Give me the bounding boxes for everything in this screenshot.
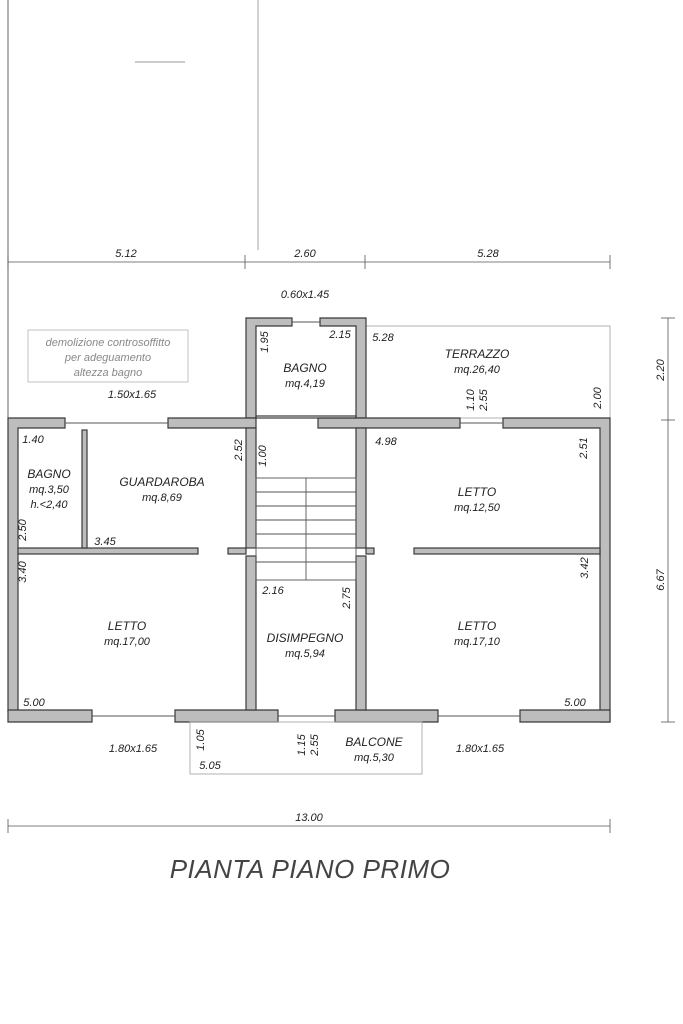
dim-5-00-right: 5.00 bbox=[564, 697, 586, 709]
dim-1-10: 1.10 bbox=[465, 388, 477, 410]
dim-window-guard: 1.50x1.65 bbox=[108, 389, 157, 401]
note-box bbox=[27, 329, 189, 383]
dim-window-sw: 1.80x1.65 bbox=[109, 743, 158, 755]
dim-5-05: 5.05 bbox=[199, 760, 221, 772]
bottom-dimension-line bbox=[7, 819, 611, 833]
room-balcone-name: BALCONE bbox=[345, 735, 403, 749]
staircase bbox=[255, 477, 357, 581]
dim-3-42: 3.42 bbox=[579, 557, 591, 578]
balcone-outline bbox=[189, 721, 423, 775]
note-line-2: per adeguamento bbox=[64, 352, 151, 364]
dim-top-right: 5.28 bbox=[477, 248, 499, 260]
dim-top-mid: 2.60 bbox=[293, 248, 316, 260]
room-letto-ne-area: mq.12,50 bbox=[454, 502, 501, 514]
dim-window-se: 1.80x1.65 bbox=[456, 743, 505, 755]
dim-2-51: 2.51 bbox=[578, 437, 590, 459]
dim-1-05: 1.05 bbox=[195, 728, 207, 750]
plan-title: PIANTA PIANO PRIMO bbox=[170, 854, 451, 884]
dim-3-40: 3.40 bbox=[17, 560, 29, 582]
room-disimpegno-area: mq.5,94 bbox=[285, 648, 325, 660]
room-bagno-top-name: BAGNO bbox=[283, 361, 326, 375]
dim-1-95: 1.95 bbox=[259, 330, 271, 352]
room-guardaroba-area: mq.8,69 bbox=[142, 492, 182, 504]
interior-walls bbox=[17, 415, 601, 711]
room-letto-sw-name: LETTO bbox=[108, 619, 146, 633]
windows bbox=[65, 321, 520, 717]
room-disimpegno-name: DISIMPEGNO bbox=[267, 631, 344, 645]
note-line-1: demolizione controsoffitto bbox=[46, 337, 171, 349]
dim-2-55-bottom: 2.55 bbox=[309, 733, 321, 756]
dim-5-28: 5.28 bbox=[372, 332, 394, 344]
dim-2-55-top: 2.55 bbox=[478, 388, 490, 411]
dim-top-left: 5.12 bbox=[115, 248, 136, 260]
room-letto-sw-area: mq.17,00 bbox=[104, 636, 151, 648]
exterior-walls bbox=[7, 317, 611, 723]
room-guardaroba-name: GUARDAROBA bbox=[119, 475, 204, 489]
dim-window-top: 0.60x1.45 bbox=[281, 289, 330, 301]
dim-total: 13.00 bbox=[295, 812, 323, 824]
dim-1-15: 1.15 bbox=[296, 733, 308, 755]
dim-5-00-left: 5.00 bbox=[23, 697, 45, 709]
room-terrazzo-name: TERRAZZO bbox=[445, 347, 510, 361]
dim-2-75: 2.75 bbox=[341, 586, 353, 609]
dim-3-45: 3.45 bbox=[94, 536, 116, 548]
room-balcone-area: mq.5,30 bbox=[354, 752, 395, 764]
room-bagno-left-area: mq.3,50 bbox=[29, 484, 70, 496]
room-terrazzo-area: mq.26,40 bbox=[454, 364, 501, 376]
right-dimension-line bbox=[661, 317, 675, 723]
dim-6-67: 6.67 bbox=[655, 568, 667, 590]
note-line-3: altezza bagno bbox=[74, 367, 143, 379]
room-letto-se-name: LETTO bbox=[458, 619, 496, 633]
room-bagno-top-area: mq.4,19 bbox=[285, 378, 325, 390]
dim-1-40: 1.40 bbox=[22, 434, 44, 446]
top-dimension-line bbox=[7, 255, 611, 269]
dim-2-00: 2.00 bbox=[592, 386, 604, 409]
dim-4-98: 4.98 bbox=[375, 436, 397, 448]
room-letto-se-area: mq.17,10 bbox=[454, 636, 501, 648]
dim-2-15: 2.15 bbox=[328, 329, 351, 341]
dim-1-00: 1.00 bbox=[257, 444, 269, 466]
dim-2-52: 2.52 bbox=[233, 439, 245, 461]
dim-2-20: 2.20 bbox=[655, 358, 667, 381]
room-bagno-left-height: h.<2,40 bbox=[30, 499, 68, 511]
dim-2-50: 2.50 bbox=[17, 518, 29, 541]
room-letto-ne-name: LETTO bbox=[458, 485, 496, 499]
room-bagno-left-name: BAGNO bbox=[27, 467, 70, 481]
dim-2-16: 2.16 bbox=[261, 585, 284, 597]
